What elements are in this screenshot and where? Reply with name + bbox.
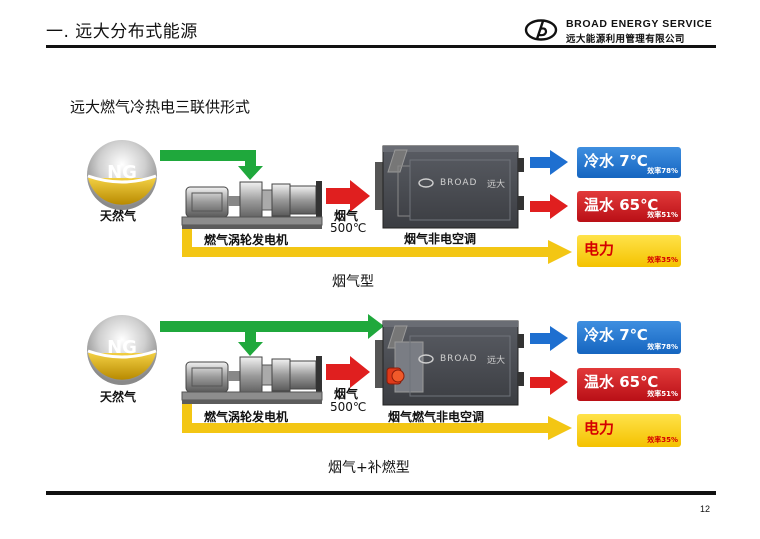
cold-water-efficiency: 效率78%	[647, 343, 678, 351]
flue-gas-temperature: 500℃	[330, 221, 367, 235]
electricity-arrow	[182, 404, 572, 440]
flue-gas-arrow	[326, 180, 370, 212]
natural-gas-label: 天然气	[100, 209, 137, 223]
broad-logo-icon	[524, 18, 558, 42]
diagram-2-graphics	[87, 314, 572, 440]
electricity-arrow	[182, 229, 572, 264]
electricity-efficiency: 效率35%	[647, 436, 678, 444]
diagram-flue-gas-with-burner-type: NG 天然气 BROAD 远大 燃气涡轮发电机 烟气 500℃ 烟气燃气非电空调…	[87, 314, 681, 476]
ng-label-text: NG	[107, 162, 137, 183]
diagram-flue-gas-type: NG 天然气 BROAD 远大 燃气涡轮发电机 烟气 500℃ 烟气非电空调 冷…	[87, 140, 681, 290]
brand-name-english: BROAD ENERGY SERVICE	[566, 18, 713, 30]
unit-brand-cn-text: 远大	[487, 180, 506, 190]
unit-brand-text: BROAD	[440, 178, 478, 188]
gas-supply-arrow	[160, 314, 384, 356]
natural-gas-ball-icon	[87, 315, 157, 385]
hot-water-efficiency: 效率51%	[647, 211, 678, 219]
flue-gas-label: 烟气	[334, 387, 359, 401]
brand-name-chinese: 远大能源利用管理有限公司	[566, 34, 685, 45]
hot-water-output: 温水 65℃ 效率51%	[577, 191, 681, 222]
hot-water-arrow	[530, 370, 568, 395]
electricity-label: 电力	[584, 240, 615, 258]
diagram-caption: 烟气型	[332, 274, 374, 290]
header-divider	[46, 45, 716, 48]
chiller-label: 烟气燃气非电空调	[388, 410, 485, 424]
electricity-efficiency: 效率35%	[647, 256, 678, 264]
cold-water-output: 冷水 7℃ 效率78%	[577, 321, 681, 354]
ng-label-text: NG	[107, 337, 137, 358]
absorption-chiller-icon	[375, 320, 524, 406]
absorption-chiller-icon	[375, 145, 524, 229]
generator-label: 燃气涡轮发电机	[204, 233, 289, 247]
cold-water-arrow	[530, 150, 568, 175]
ng-label: NG	[104, 337, 140, 358]
electricity-label: 电力	[584, 419, 615, 437]
ng-label: NG	[104, 162, 140, 183]
flue-gas-temperature: 500℃	[330, 400, 367, 414]
natural-gas-ball-icon	[87, 140, 157, 210]
turbine-generator-icon	[181, 181, 323, 229]
electricity-output: 电力 效率35%	[577, 235, 681, 267]
diagram-caption: 烟气+补燃型	[328, 460, 410, 476]
natural-gas-label: 天然气	[100, 390, 137, 404]
page-title: 一. 远大分布式能源	[46, 22, 198, 42]
section-title: 远大燃气冷热电三联供形式	[70, 98, 251, 116]
page-number: 12	[700, 504, 711, 514]
footer-divider	[46, 491, 716, 495]
hot-water-label: 温水 65℃	[584, 373, 659, 391]
cold-water-output: 冷水 7℃ 效率78%	[577, 147, 681, 178]
hot-water-arrow	[530, 194, 568, 219]
flue-gas-arrow	[326, 356, 370, 388]
cold-water-efficiency: 效率78%	[647, 167, 678, 175]
hot-water-efficiency: 效率51%	[647, 390, 678, 398]
diagram-1-graphics	[87, 140, 572, 264]
cold-water-label: 冷水 7℃	[584, 326, 648, 344]
electricity-output: 电力 效率35%	[577, 414, 681, 447]
unit-brand-text: BROAD	[440, 354, 478, 364]
gas-supply-arrow	[160, 150, 263, 180]
generator-label: 燃气涡轮发电机	[204, 410, 289, 424]
turbine-generator-icon	[181, 356, 323, 404]
chiller-label: 烟气非电空调	[404, 232, 477, 246]
flue-gas-label: 烟气	[334, 209, 359, 223]
cold-water-arrow	[530, 326, 568, 351]
burner-icon	[386, 367, 405, 385]
unit-brand-cn-text: 远大	[487, 356, 506, 366]
cold-water-label: 冷水 7℃	[584, 152, 648, 170]
hot-water-output: 温水 65℃ 效率51%	[577, 368, 681, 401]
hot-water-label: 温水 65℃	[584, 196, 659, 214]
